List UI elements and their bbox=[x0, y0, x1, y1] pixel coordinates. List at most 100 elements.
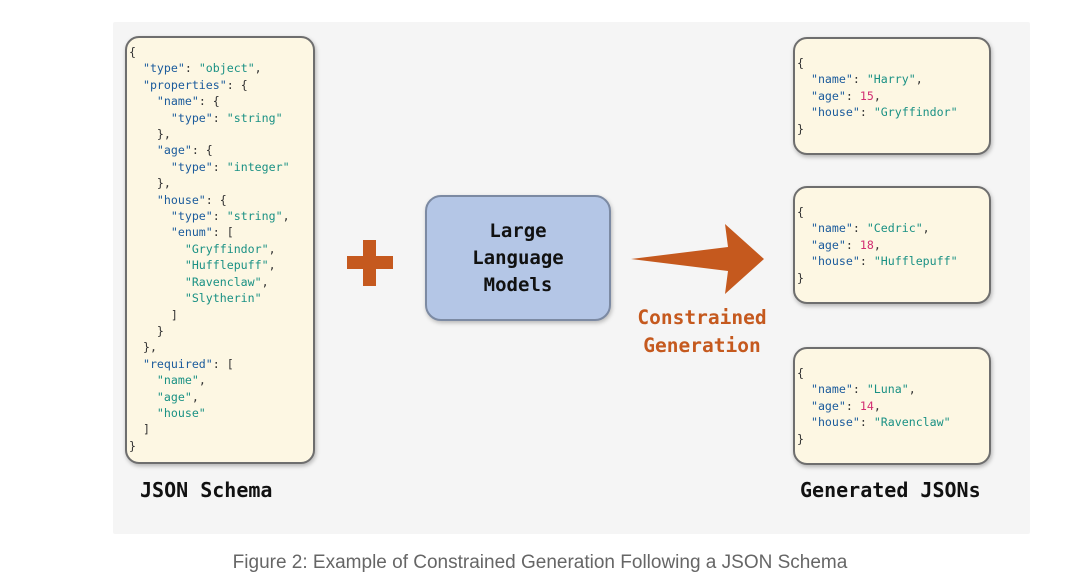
json-punct: } bbox=[797, 431, 804, 446]
json-number: 14 bbox=[859, 398, 874, 413]
code-line: "house": "Gryffindor" bbox=[797, 104, 989, 120]
json-punct bbox=[129, 209, 171, 223]
json-schema-title: JSON Schema bbox=[140, 478, 273, 502]
code-line: "type": "integer" bbox=[129, 159, 313, 175]
json-string: "Slytherin" bbox=[184, 291, 262, 306]
json-punct: : bbox=[859, 254, 874, 269]
json-punct bbox=[129, 143, 157, 157]
code-line: "type": "string", bbox=[129, 208, 313, 224]
json-punct: , bbox=[873, 398, 881, 413]
generated-json-card-1: { "name": "Harry", "age": 15, "house": "… bbox=[793, 37, 991, 155]
code-line: { bbox=[797, 365, 989, 381]
code-line: "Slytherin" bbox=[129, 290, 313, 306]
code-line: "Hufflepuff", bbox=[129, 257, 313, 273]
code-line: }, bbox=[129, 175, 313, 191]
json-punct bbox=[129, 291, 185, 305]
json-string: "Ravenclaw" bbox=[873, 415, 951, 430]
constrained-generation-label: Constrained Generation bbox=[637, 306, 767, 357]
json-punct: , bbox=[873, 88, 881, 103]
json-key: "age" bbox=[810, 398, 846, 413]
plus-icon bbox=[347, 240, 393, 286]
json-punct: : bbox=[859, 105, 874, 120]
json-punct: , bbox=[268, 241, 276, 256]
json-punct: : [ bbox=[212, 225, 234, 240]
code-line: "type": "object", bbox=[129, 60, 313, 76]
json-key: "type" bbox=[170, 159, 213, 174]
json-key: "type" bbox=[170, 209, 213, 224]
json-key: "required" bbox=[142, 356, 213, 371]
json-punct bbox=[797, 254, 811, 268]
code-line: ] bbox=[129, 421, 313, 437]
json-punct: , bbox=[908, 382, 916, 397]
json-punct bbox=[129, 225, 171, 239]
code-line: "age": 14, bbox=[797, 398, 989, 414]
json-punct bbox=[129, 390, 157, 404]
json-string: "Harry" bbox=[866, 72, 916, 87]
json-key: "name" bbox=[156, 94, 199, 109]
code-line: "Ravenclaw", bbox=[129, 274, 313, 290]
json-punct bbox=[129, 275, 185, 289]
llm-box: Large Language Models bbox=[425, 195, 611, 321]
json-punct: : bbox=[212, 110, 227, 125]
code-line: "age": { bbox=[129, 142, 313, 158]
json-string: "Luna" bbox=[866, 382, 909, 397]
code-line: ] bbox=[129, 307, 313, 323]
json-punct bbox=[797, 238, 811, 252]
json-punct: , bbox=[922, 221, 930, 236]
code-line: "required": [ bbox=[129, 356, 313, 372]
json-string: "string" bbox=[226, 110, 283, 125]
json-punct: ] bbox=[129, 422, 150, 437]
json-punct bbox=[797, 221, 811, 235]
json-punct: : bbox=[212, 159, 227, 174]
json-punct: : bbox=[852, 382, 867, 397]
code-line: }, bbox=[129, 339, 313, 355]
code-line: "age": 18, bbox=[797, 237, 989, 253]
json-punct bbox=[129, 94, 157, 108]
json-punct: }, bbox=[129, 127, 171, 142]
code-line: } bbox=[797, 270, 989, 286]
json-number: 18 bbox=[859, 237, 874, 252]
json-key: "name" bbox=[810, 221, 853, 236]
json-key: "properties" bbox=[142, 77, 227, 92]
generated-json-card-2: { "name": "Cedric", "age": 18, "house": … bbox=[793, 186, 991, 304]
json-punct bbox=[129, 193, 157, 207]
code-line: "house": "Ravenclaw" bbox=[797, 414, 989, 430]
json-punct bbox=[797, 89, 811, 103]
json-string: "name" bbox=[156, 373, 199, 388]
code-line: { bbox=[129, 44, 313, 60]
llm-label: Large Language Models bbox=[472, 219, 564, 296]
json-key: "name" bbox=[810, 382, 853, 397]
json-punct: ] bbox=[129, 307, 178, 322]
json-punct: : bbox=[859, 415, 874, 430]
json-string: "house" bbox=[156, 405, 206, 420]
generated-json-code-3: { "name": "Luna", "age": 14, "house": "R… bbox=[797, 365, 989, 447]
json-punct bbox=[129, 258, 185, 272]
code-line: "Gryffindor", bbox=[129, 241, 313, 257]
json-key: "house" bbox=[810, 254, 860, 269]
json-punct bbox=[797, 72, 811, 86]
json-punct: : bbox=[184, 61, 199, 76]
json-string: "Gryffindor" bbox=[873, 105, 958, 120]
json-key: "house" bbox=[810, 105, 860, 120]
json-punct bbox=[797, 415, 811, 429]
arrow-right-icon bbox=[631, 224, 764, 294]
json-punct bbox=[797, 382, 811, 396]
code-line: "enum": [ bbox=[129, 224, 313, 240]
json-string: "integer" bbox=[226, 159, 290, 174]
json-punct: } bbox=[129, 438, 136, 453]
code-line: "name": "Cedric", bbox=[797, 220, 989, 236]
json-punct bbox=[129, 160, 171, 174]
json-punct: { bbox=[797, 56, 804, 70]
json-punct bbox=[797, 399, 811, 413]
json-punct bbox=[129, 242, 185, 256]
code-line: } bbox=[797, 431, 989, 447]
json-punct: : { bbox=[226, 77, 248, 92]
json-punct: { bbox=[129, 45, 136, 59]
json-string: "Gryffindor" bbox=[184, 241, 269, 256]
json-punct: , bbox=[191, 389, 199, 404]
json-punct bbox=[129, 111, 171, 125]
json-punct: , bbox=[268, 258, 276, 273]
json-key: "type" bbox=[170, 110, 213, 125]
json-string: "object" bbox=[198, 61, 255, 76]
json-key: "house" bbox=[156, 192, 206, 207]
